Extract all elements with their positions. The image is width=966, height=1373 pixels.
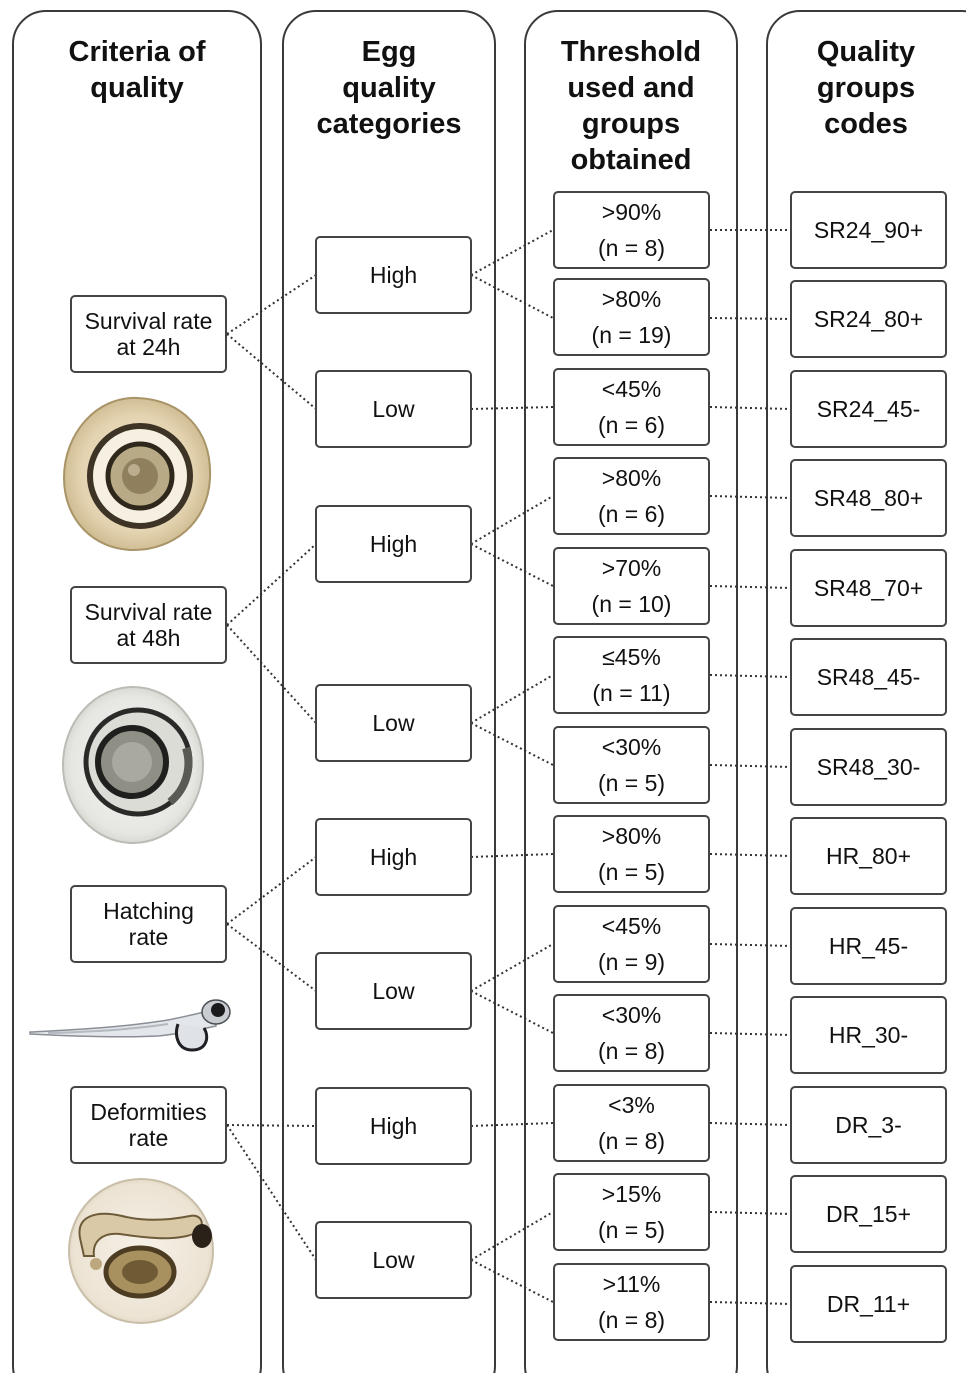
threshold-box: >70% (n = 10) — [553, 547, 710, 625]
threshold-box: <45% (n = 9) — [553, 905, 710, 983]
egg-24h-photo-icon — [62, 396, 212, 552]
group-code-box: DR_11+ — [790, 1265, 947, 1343]
group-code-box: DR_15+ — [790, 1175, 947, 1253]
threshold-header: Threshold used and groups obtained — [560, 36, 702, 176]
group-code-box: SR24_80+ — [790, 280, 947, 358]
threshold-box: >11% (n = 8) — [553, 1263, 710, 1341]
category-high: High — [315, 505, 472, 583]
category-low: Low — [315, 370, 472, 448]
group-code-box: SR24_45- — [790, 370, 947, 448]
group-code-box: HR_80+ — [790, 817, 947, 895]
category-high: High — [315, 818, 472, 896]
category-low: Low — [315, 684, 472, 762]
category-low: Low — [315, 952, 472, 1030]
group-code-box: DR_3- — [790, 1086, 947, 1164]
category-low: Low — [315, 1221, 472, 1299]
group-code-box: SR48_30- — [790, 728, 947, 806]
threshold-box: >15% (n = 5) — [553, 1173, 710, 1251]
threshold-box: <30% (n = 8) — [553, 994, 710, 1072]
criteria-header: Criteria of quality — [68, 36, 206, 104]
egg-48h-photo-icon — [62, 686, 204, 844]
group-code-box: SR48_45- — [790, 638, 947, 716]
codes-header: Quality groups codes — [816, 36, 916, 140]
group-code-box: HR_30- — [790, 996, 947, 1074]
hatched-larva-photo-icon — [29, 999, 231, 1052]
categories-header: Egg quality categories — [316, 36, 462, 140]
category-high: High — [315, 1087, 472, 1165]
criterion-hatching-rate: Hatching rate — [70, 885, 227, 963]
threshold-box: >80% (n = 5) — [553, 815, 710, 893]
threshold-box: <30% (n = 5) — [553, 726, 710, 804]
category-high: High — [315, 236, 472, 314]
criterion-survival-24h: Survival rate at 24h — [70, 295, 227, 373]
threshold-box: >90% (n = 8) — [553, 191, 710, 269]
group-code-box: SR48_70+ — [790, 549, 947, 627]
threshold-box: <3% (n = 8) — [553, 1084, 710, 1162]
threshold-box: ≤45% (n = 11) — [553, 636, 710, 714]
criterion-deformities-rate: Deformities rate — [70, 1086, 227, 1164]
threshold-box: >80% (n = 19) — [553, 278, 710, 356]
group-code-box: SR48_80+ — [790, 459, 947, 537]
group-code-box: SR24_90+ — [790, 191, 947, 269]
deformed-embryo-photo-icon — [68, 1178, 214, 1324]
group-code-box: HR_45- — [790, 907, 947, 985]
criterion-survival-48h: Survival rate at 48h — [70, 586, 227, 664]
threshold-box: <45% (n = 6) — [553, 368, 710, 446]
threshold-box: >80% (n = 6) — [553, 457, 710, 535]
